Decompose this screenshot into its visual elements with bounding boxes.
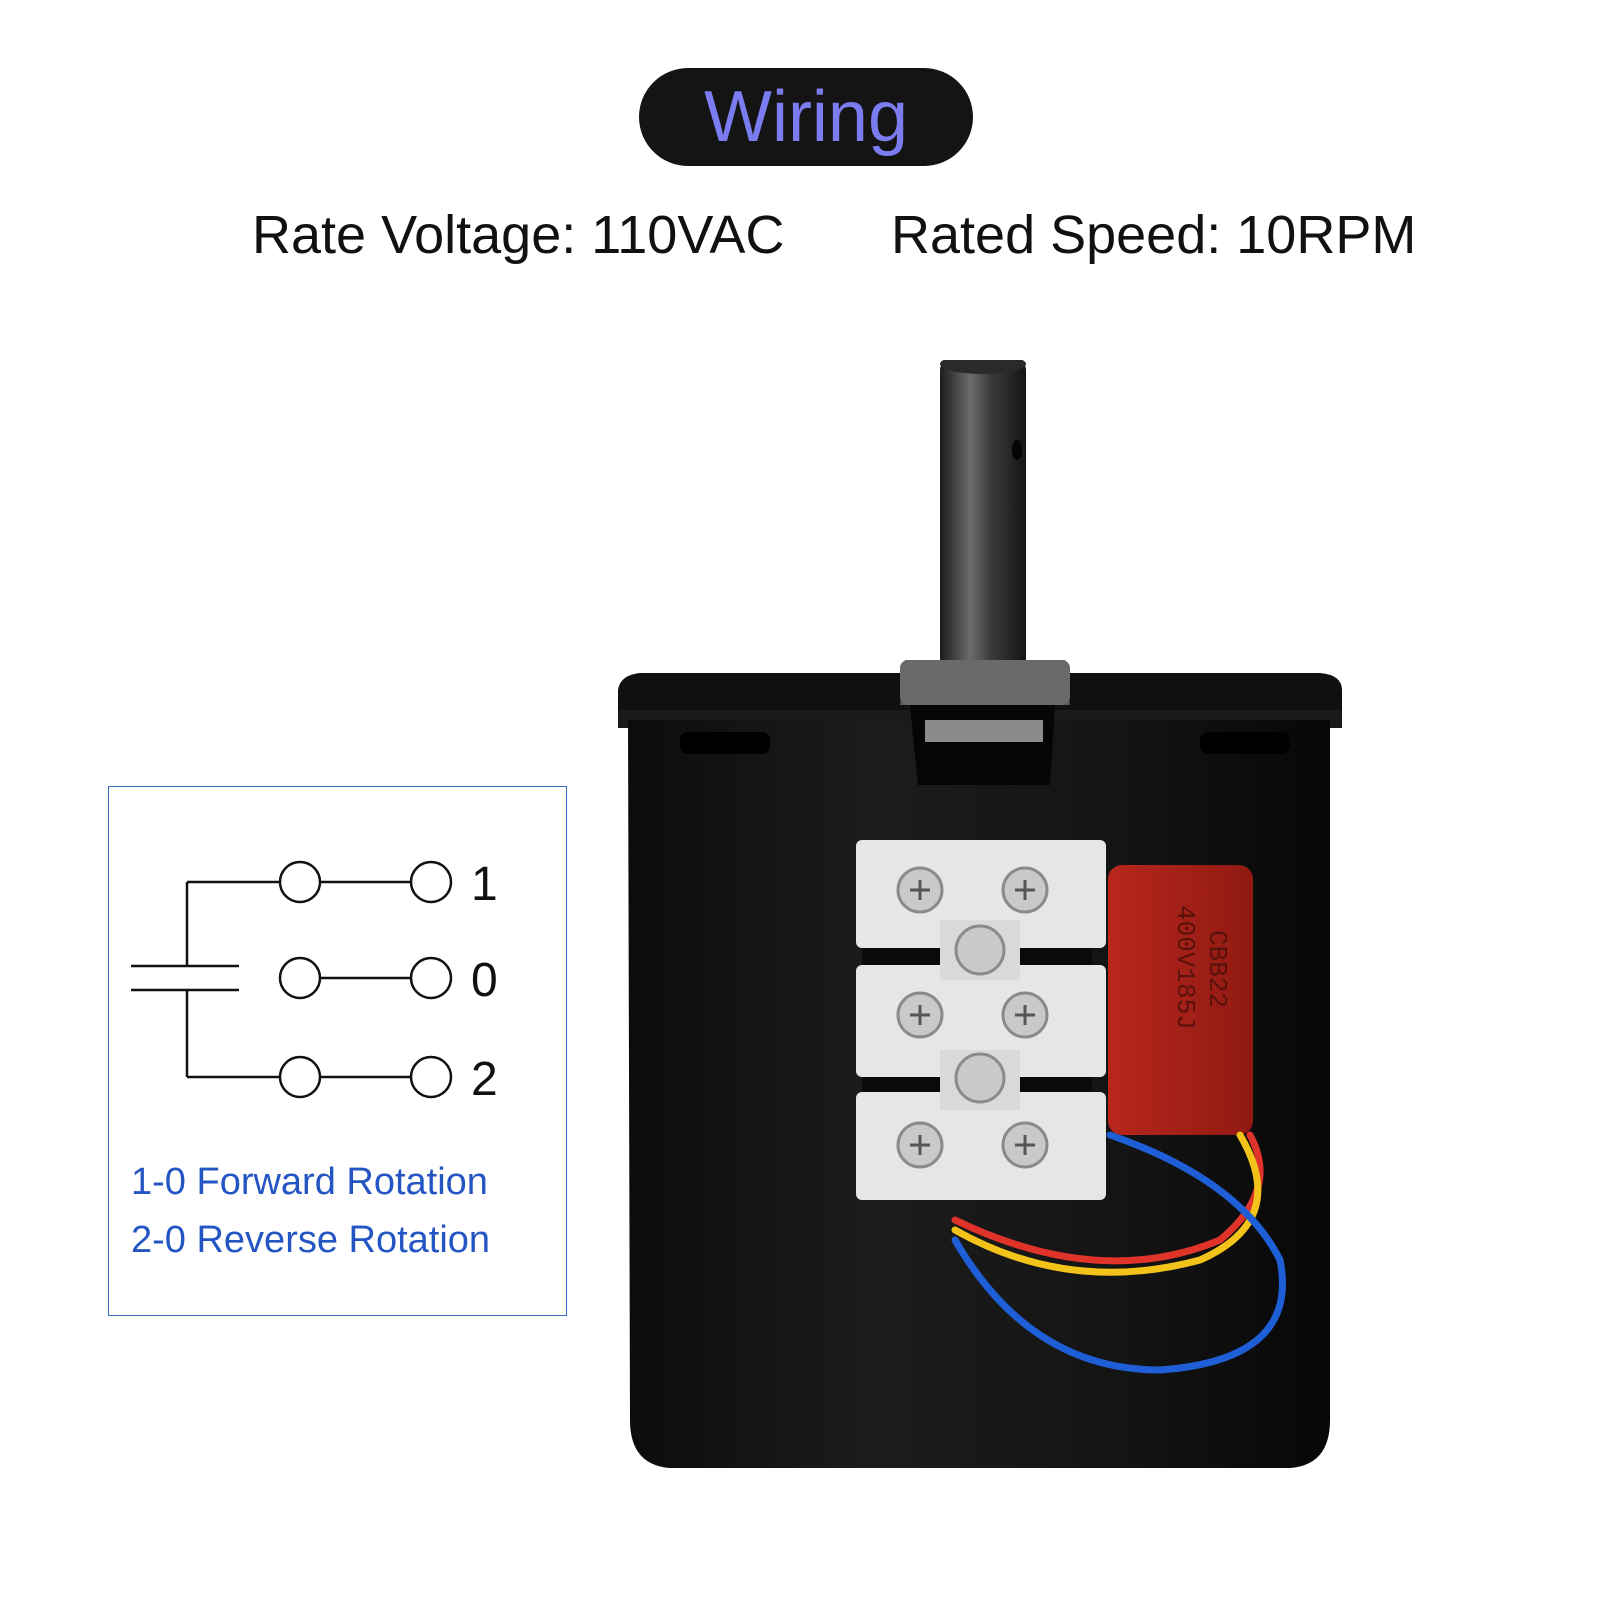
capacitor-print-2: 400V185J [1170, 905, 1200, 1030]
lead-wires [951, 1131, 1286, 1374]
terminal-1-contact [409, 860, 453, 904]
reverse-rotation-note: 2-0 Reverse Rotation [131, 1219, 491, 1261]
output-shaft [940, 360, 1026, 690]
rated-voltage-text: Rate Voltage: 110VAC [252, 205, 785, 265]
switch-contact-2a [278, 1055, 322, 1099]
forward-rotation-note: 1-0 Forward Rotation [131, 1161, 488, 1203]
wiring-schematic [131, 860, 453, 1099]
switch-contact-1a [278, 860, 322, 904]
terminal-2-contact [409, 1055, 453, 1099]
rated-speed-text: Rated Speed: 10RPM [891, 205, 1417, 265]
bearing-boss [900, 660, 1070, 705]
title-badge: Wiring [639, 68, 973, 166]
switch-contact-0a [278, 956, 322, 1000]
gear-motor-photo: CBB22 400V185J [618, 360, 1342, 1468]
wiring-diagram-box: 1 0 2 1-0 Forward Rotation 2-0 Reverse R… [108, 786, 567, 1316]
page-title: Wiring [703, 77, 908, 157]
terminal-label-0: 0 [471, 954, 498, 1007]
terminal-block [856, 840, 1106, 1200]
terminal-0-contact [409, 956, 453, 1000]
capacitor-print-1: CBB22 [1202, 930, 1232, 1008]
terminal-label-1: 1 [471, 858, 498, 911]
capacitor: CBB22 400V185J [1108, 865, 1253, 1135]
terminal-label-2: 2 [471, 1053, 498, 1106]
